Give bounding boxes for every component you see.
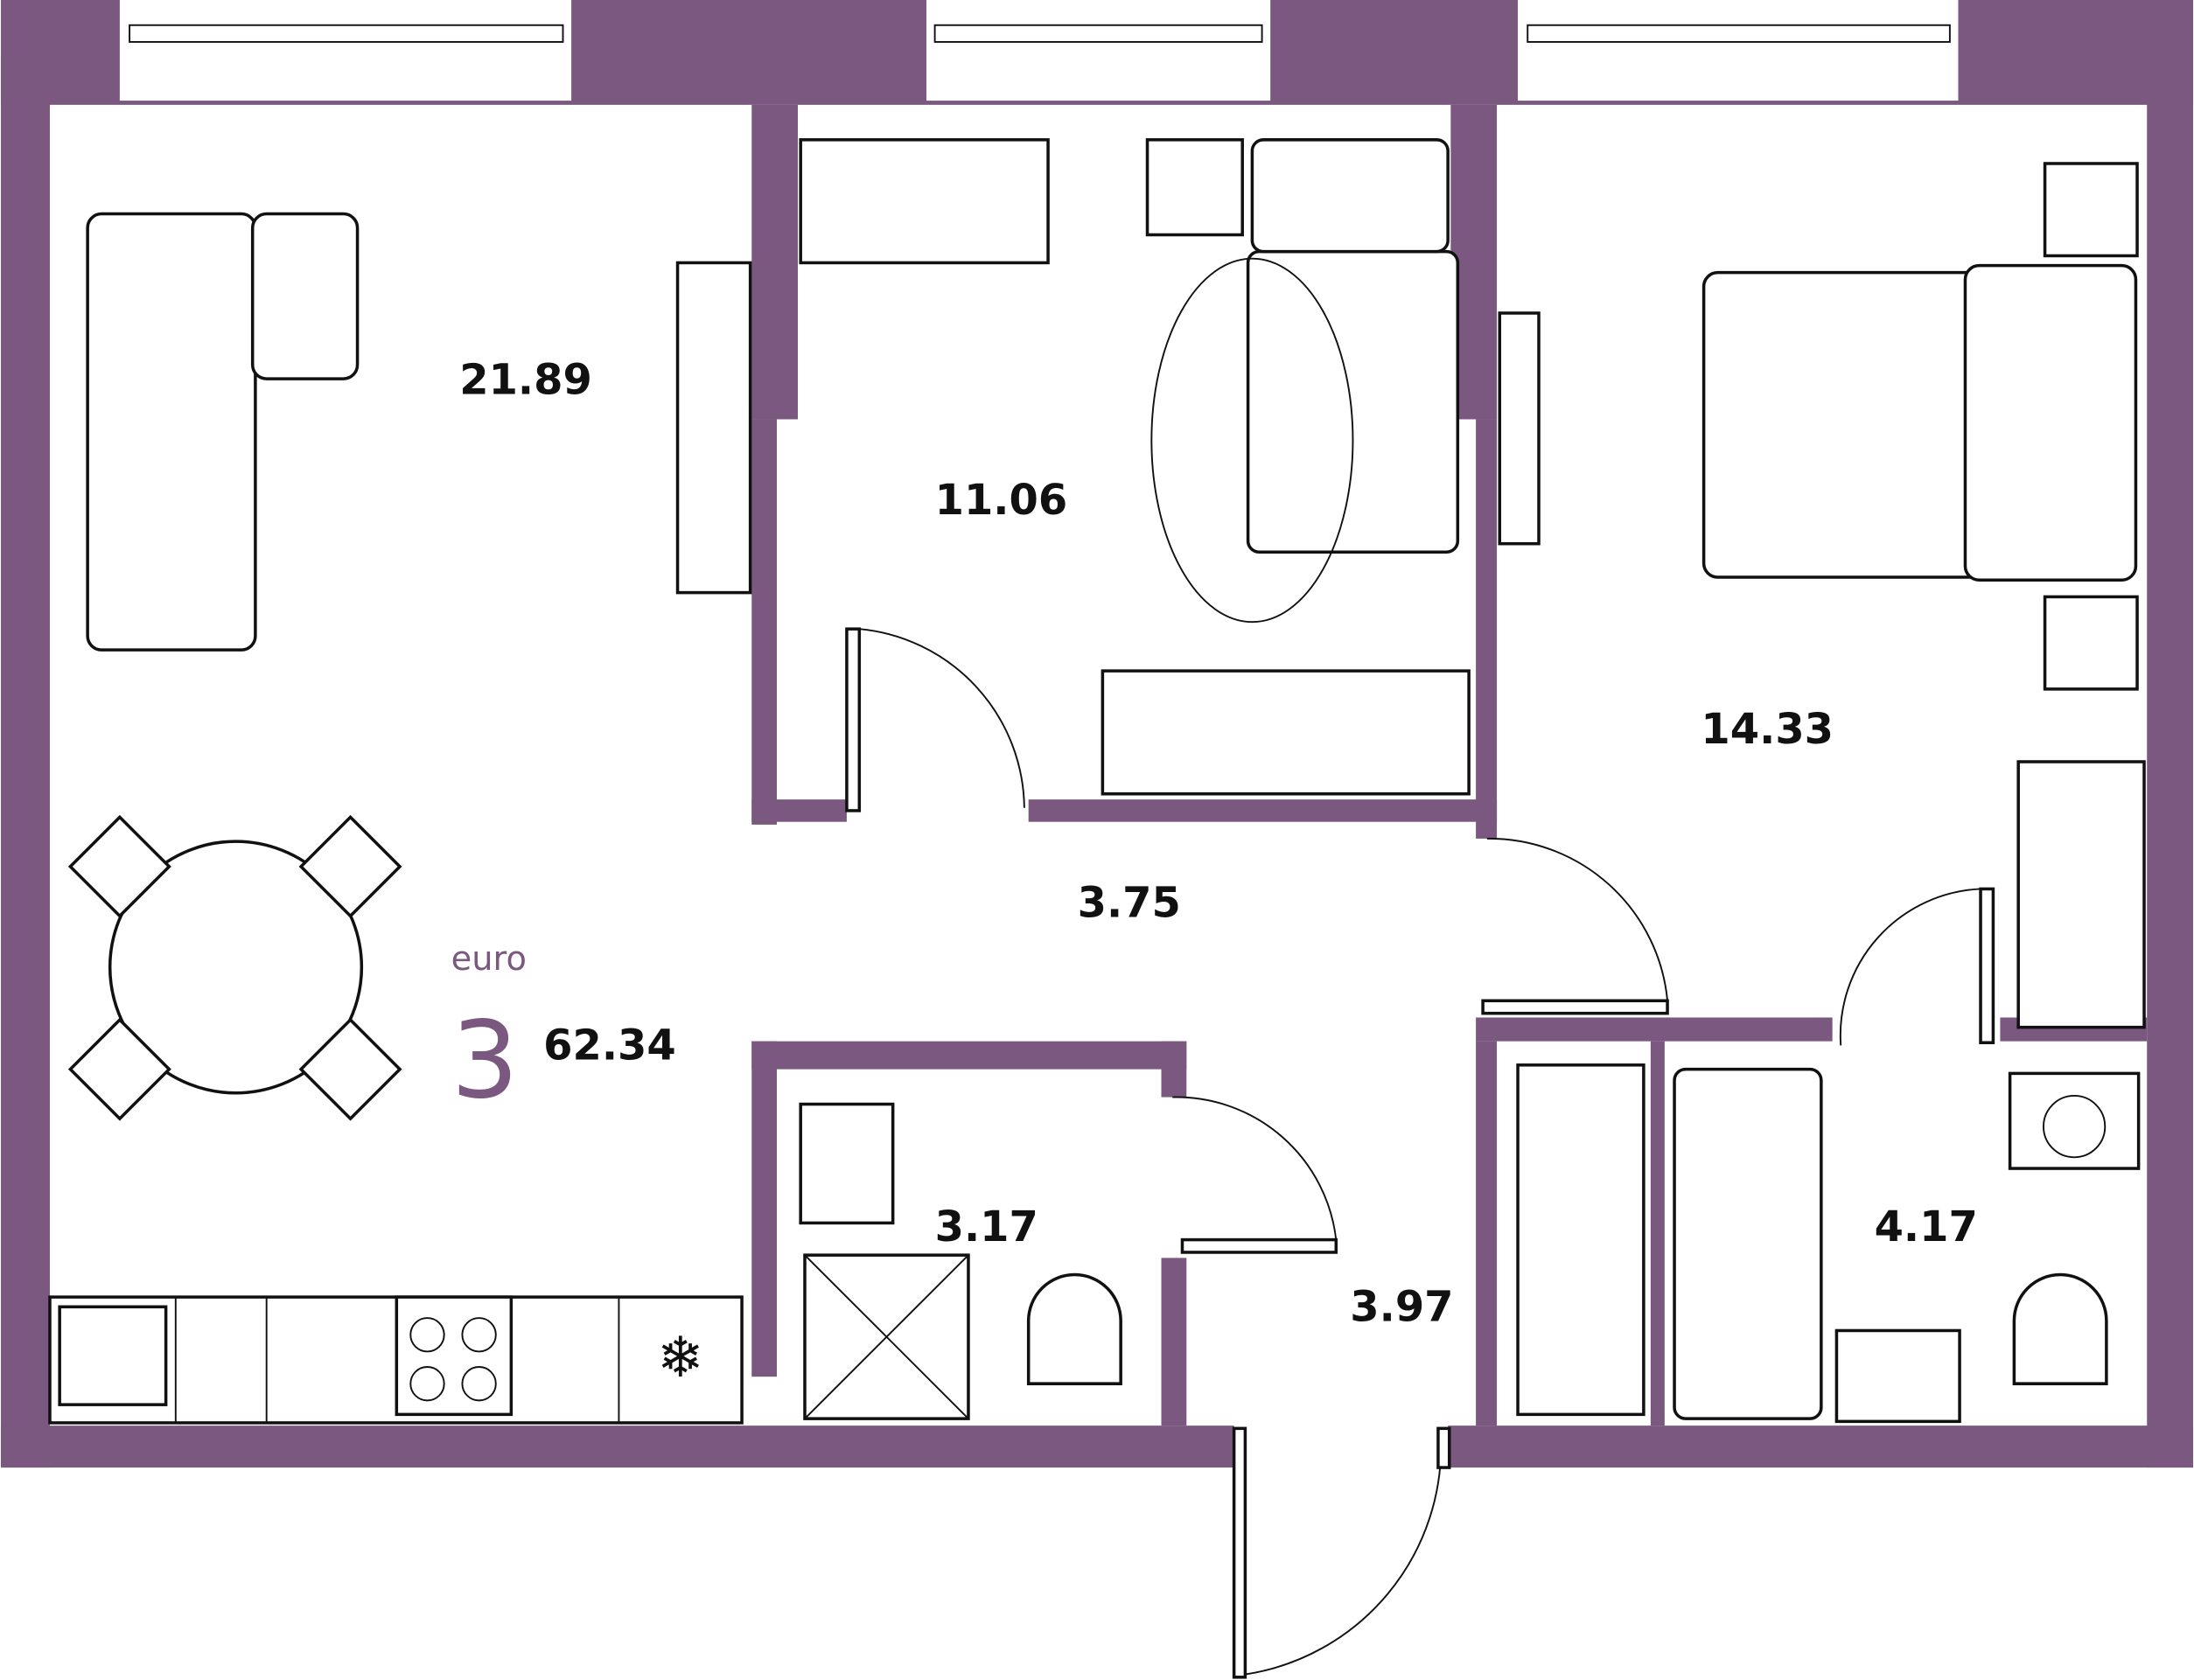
area-bedroom-small: 11.06 <box>935 477 1068 525</box>
furniture: ❄ <box>48 138 2146 1425</box>
sofa <box>86 212 257 652</box>
sink-2 <box>1834 1328 1961 1424</box>
wardrobe-large <box>2016 760 2146 1029</box>
bed-small <box>1246 249 1460 554</box>
area-bedroom-large: 14.33 <box>1701 706 1834 754</box>
desk <box>799 138 1050 265</box>
sink-1 <box>799 1102 895 1225</box>
wardrobe-hall <box>1516 1063 1646 1417</box>
area-bathroom-2: 4.17 <box>1875 1203 1978 1251</box>
bathtub <box>1673 1067 1823 1420</box>
washing-machine <box>2008 1071 2141 1170</box>
bed-large <box>1701 270 1985 579</box>
doors <box>845 627 1995 1679</box>
area-living-kitchen: 21.89 <box>459 357 592 405</box>
dining-table <box>108 840 364 1095</box>
area-bathroom-1: 3.17 <box>935 1203 1038 1251</box>
room-count: 3 <box>451 999 519 1123</box>
area-corridor: 3.97 <box>1350 1283 1453 1331</box>
area-hall: 3.75 <box>1078 879 1181 927</box>
toilet-2 <box>2012 1272 2108 1385</box>
tv-stand <box>675 261 752 595</box>
total-area: 62.34 <box>543 1021 676 1070</box>
windows <box>119 0 1959 101</box>
wardrobe-small <box>1100 669 1471 796</box>
tv-stand-bedroom <box>1498 311 1541 546</box>
snowflake-icon: ❄ <box>657 1327 704 1389</box>
plan-class-label: euro <box>451 939 527 979</box>
toilet-1 <box>1026 1272 1122 1385</box>
kitchen-counter: ❄ <box>48 1295 744 1425</box>
